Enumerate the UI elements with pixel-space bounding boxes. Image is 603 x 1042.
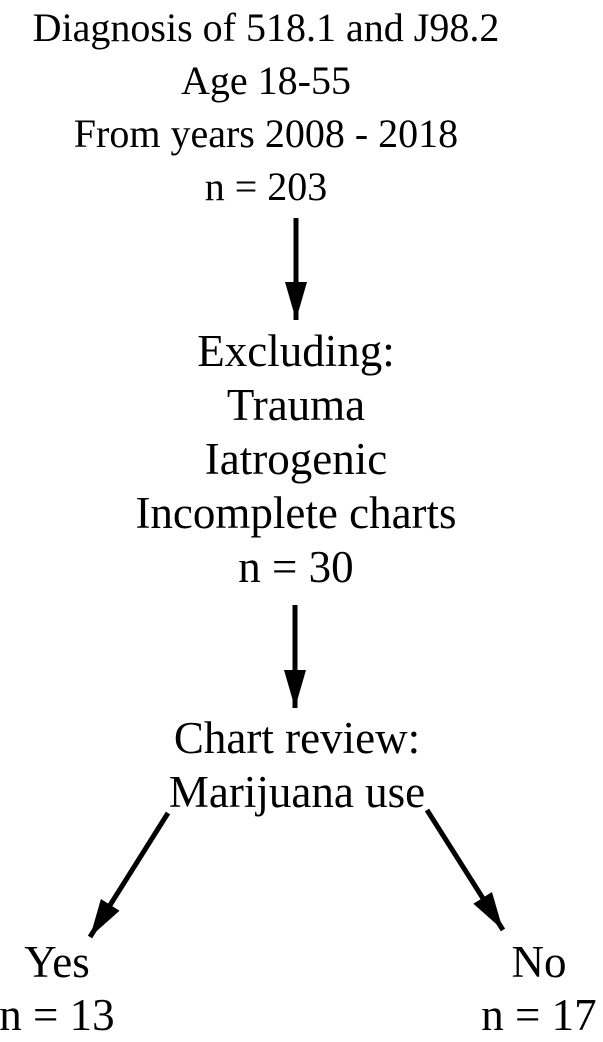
arrow-review-to-yes-icon [87, 811, 171, 939]
review-marijuana-line: Marijuana use [168, 767, 426, 817]
branch-yes-label: Yes [24, 937, 90, 987]
node-cohort: Diagnosis of 518.1 and J98.2 Age 18-55 F… [33, 1, 500, 213]
cohort-age-line: Age 18-55 [181, 58, 351, 103]
cohort-years-line: From years 2008 - 2018 [73, 111, 459, 156]
branch-no-label: No [511, 937, 567, 987]
exclusions-count: n = 30 [238, 542, 354, 592]
exclusions-title: Excluding: [197, 326, 395, 376]
exclusions-iatrogenic-line: Iatrogenic [204, 434, 388, 484]
cohort-diagnosis-line: Diagnosis of 518.1 and J98.2 [32, 5, 500, 50]
branch-yes-count: n = 13 [0, 990, 115, 1040]
exclusions-incomplete-line: Incomplete charts [135, 488, 457, 538]
node-branch-no: No n = 17 [481, 936, 596, 1042]
arrow-review-to-no-icon [424, 808, 506, 932]
cohort-count: n = 203 [204, 164, 328, 209]
node-branch-yes: Yes n = 13 [0, 936, 115, 1042]
node-exclusions: Excluding: Trauma Iatrogenic Incomplete … [135, 324, 456, 594]
branch-no-count: n = 17 [481, 990, 597, 1040]
review-title: Chart review: [173, 713, 421, 763]
node-chart-review: Chart review: Marijuana use [169, 711, 425, 819]
exclusions-trauma-line: Trauma [226, 380, 366, 430]
